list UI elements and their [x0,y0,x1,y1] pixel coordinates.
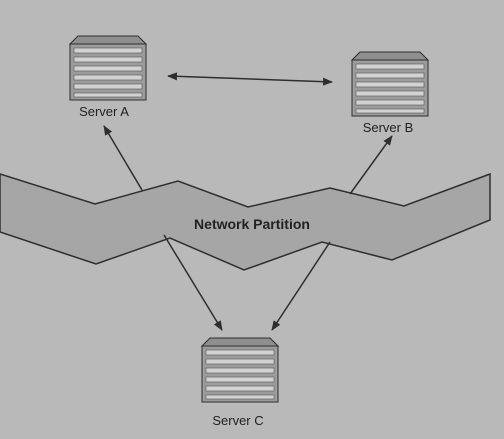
server-b: Server B [351,51,429,135]
arrow-to-server-a [103,125,143,191]
server-c-icon [201,337,279,403]
server-a: Server A [69,35,147,119]
server-c-label: Server C [212,413,263,428]
server-b-icon [351,51,429,117]
arrow-to-server-c-left [163,234,223,331]
arrow-to-server-b [349,135,393,195]
arrow-a-b [167,72,333,86]
server-c: Server C [201,337,279,428]
network-partition-band [0,172,491,271]
server-a-icon [69,35,147,101]
server-b-label: Server B [363,120,414,135]
arrow-to-server-c-right [271,241,331,331]
server-a-label: Server A [79,104,129,119]
network-partition-label: Network Partition [194,216,310,232]
